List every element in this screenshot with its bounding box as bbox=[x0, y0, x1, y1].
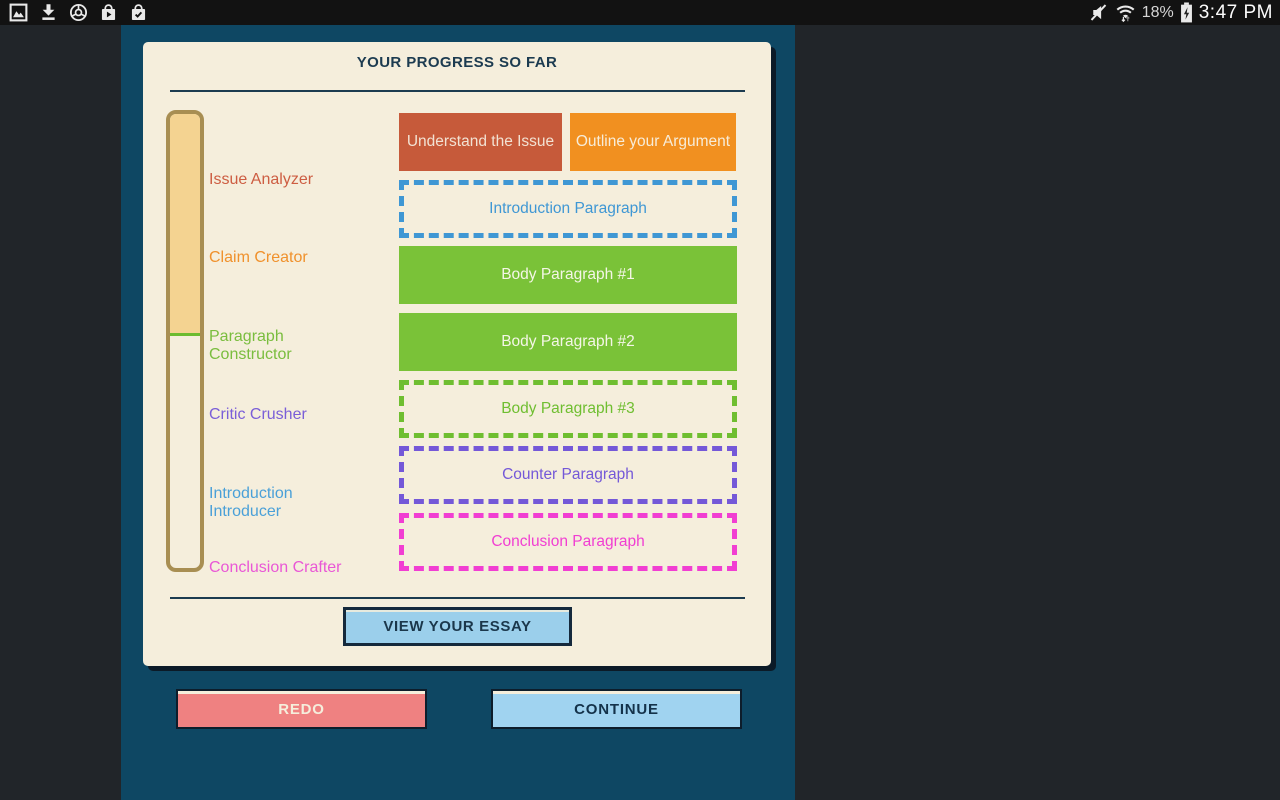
battery-charging-icon bbox=[1180, 2, 1192, 23]
continue-button[interactable]: CONTINUE bbox=[491, 689, 742, 729]
mute-icon bbox=[1090, 4, 1106, 21]
tool-label-paragraph-constructor: Paragraph Constructor bbox=[209, 328, 292, 363]
play-store-icon bbox=[101, 4, 116, 21]
wifi-icon bbox=[1116, 5, 1135, 23]
tool-label-claim-creator: Claim Creator bbox=[209, 249, 308, 266]
step-body-paragraph-2: Body Paragraph #2 bbox=[399, 313, 737, 371]
view-essay-button[interactable]: VIEW YOUR ESSAY bbox=[343, 607, 572, 646]
divider-top bbox=[170, 90, 745, 92]
step-understand-the-issue: Understand the Issue bbox=[399, 113, 562, 171]
progress-meter bbox=[166, 110, 204, 572]
progress-card: YOUR PROGRESS SO FAR Issue Analyzer Clai… bbox=[143, 42, 771, 666]
step-counter-paragraph: Counter Paragraph bbox=[399, 446, 737, 504]
battery-percent-text: 18% bbox=[1141, 3, 1174, 21]
divider-bottom bbox=[170, 597, 745, 599]
chrome-icon bbox=[69, 3, 88, 22]
step-body-paragraph-3: Body Paragraph #3 bbox=[399, 380, 737, 438]
screenshot-icon bbox=[9, 3, 28, 22]
apps-updated-icon bbox=[131, 4, 146, 21]
progress-meter-fill bbox=[170, 114, 200, 337]
system-status-icons: 18% 3:47 PM bbox=[1088, 2, 1280, 24]
app-panel: YOUR PROGRESS SO FAR Issue Analyzer Clai… bbox=[121, 25, 795, 800]
clock-text: 3:47 PM bbox=[1198, 1, 1273, 23]
status-bar[interactable]: 18% 3:47 PM bbox=[0, 0, 1280, 25]
redo-button[interactable]: REDO bbox=[176, 689, 427, 729]
step-body-paragraph-1: Body Paragraph #1 bbox=[399, 246, 737, 304]
card-title: YOUR PROGRESS SO FAR bbox=[356, 54, 558, 71]
tool-label-conclusion-crafter: Conclusion Crafter bbox=[209, 559, 342, 576]
tool-label-critic-crusher: Critic Crusher bbox=[209, 406, 307, 423]
step-outline-your-argument: Outline your Argument bbox=[570, 113, 736, 171]
notification-icons bbox=[0, 2, 149, 23]
step-introduction-paragraph: Introduction Paragraph bbox=[399, 180, 737, 238]
download-done-icon bbox=[42, 4, 55, 20]
tool-label-issue-analyzer: Issue Analyzer bbox=[209, 171, 314, 188]
tool-label-introduction-introducer: Introduction Introducer bbox=[209, 485, 293, 520]
step-conclusion-paragraph: Conclusion Paragraph bbox=[399, 513, 737, 571]
